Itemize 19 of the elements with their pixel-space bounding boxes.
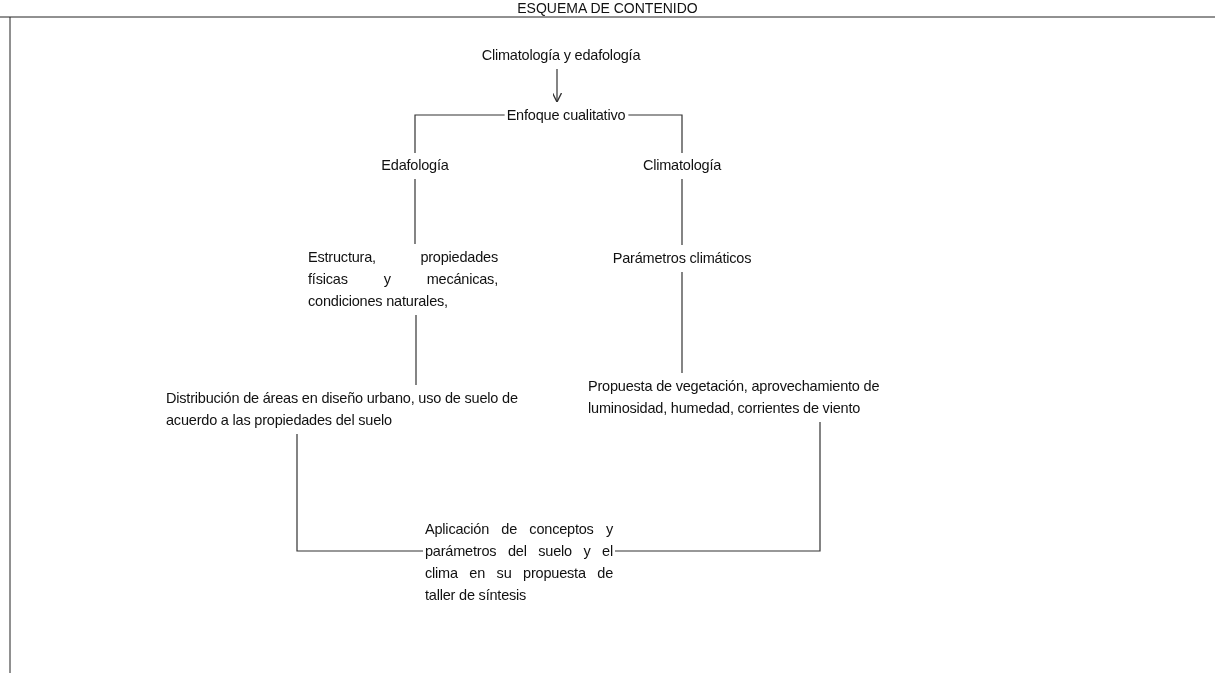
node-text: Climatología bbox=[642, 156, 722, 175]
node-text: Estructura, propiedades físicas y mecánicas, condiciones naturales, bbox=[308, 248, 498, 311]
connector-line bbox=[681, 178, 683, 246]
node-text: Distribución de áreas en diseño urbano, uso de suelo de acuerdo a las propiedades del suelo bbox=[166, 389, 519, 430]
connector-line bbox=[681, 271, 683, 374]
connector-line bbox=[296, 433, 424, 552]
node-text: Edafología bbox=[381, 156, 449, 175]
node-text: Propuesta de vegetación, aprovechamiento de luminosidad, humedad, corrientes de viento bbox=[588, 377, 881, 418]
connector-line bbox=[415, 314, 417, 386]
connector-line bbox=[414, 178, 416, 245]
node-text: Enfoque cualitativo bbox=[506, 106, 626, 125]
diagram-title: ESQUEMA DE CONTENIDO bbox=[516, 0, 699, 16]
node-text: Parámetros climáticos bbox=[612, 249, 752, 268]
node-text: Aplicación de conceptos y parámetros del suelo y el clima en su propuesta de taller de síntesis bbox=[425, 520, 613, 605]
connector-line bbox=[614, 421, 821, 552]
connector-line bbox=[414, 114, 506, 154]
arrow bbox=[551, 68, 563, 103]
connector-line bbox=[627, 114, 683, 154]
node-text: Climatología y edafología bbox=[481, 46, 641, 65]
